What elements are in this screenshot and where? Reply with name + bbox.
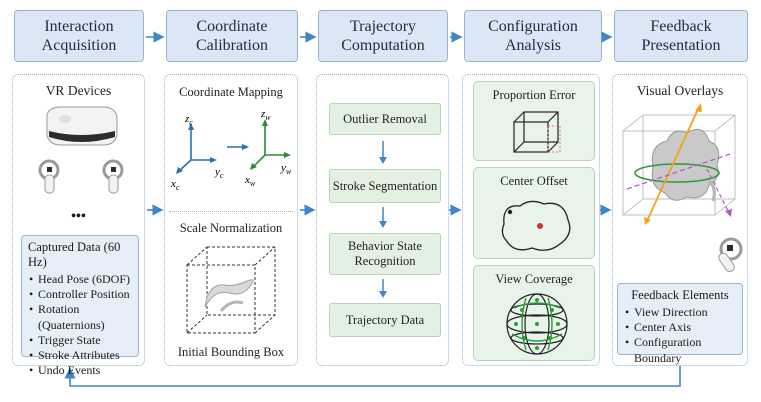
captured-item: Controller Position xyxy=(29,287,132,302)
panel-feedback-presentation: Visual Overlays Feedback Elements View D… xyxy=(612,74,748,366)
feedback-element-item: Center Axis xyxy=(625,320,736,335)
stage-trajectory-computation: Trajectory Computation xyxy=(318,10,448,62)
center-axis-line xyxy=(626,152,734,190)
captured-item: Head Pose (6DOF) xyxy=(29,272,132,287)
step-behavior-state-recognition: Behavior State Recognition xyxy=(329,233,441,275)
center-offset-diagram xyxy=(501,200,571,251)
step-trajectory-data: Trajectory Data xyxy=(329,303,441,337)
view-direction-axis xyxy=(646,106,700,222)
world-x-label: xw xyxy=(244,174,256,188)
captured-data-title: Captured Data (60 Hz) xyxy=(28,240,121,269)
more-devices-ellipsis: ••• xyxy=(71,209,86,224)
stage-coordinate-calibration: Coordinate Calibration xyxy=(166,10,298,62)
center-offset-title: Center Offset xyxy=(500,174,568,188)
panel-trajectory-computation: Outlier Removal Stroke Segmentation Beha… xyxy=(316,74,449,366)
feedback-loop-arrow xyxy=(64,366,681,387)
captured-item: Undo Events xyxy=(29,363,132,378)
card-proportion-error: Proportion Error xyxy=(473,81,595,161)
captured-item: Stroke Attributes xyxy=(29,348,132,363)
proportion-cube-icon xyxy=(513,111,561,153)
local-y-label: yc xyxy=(214,166,224,180)
local-x-label: xc xyxy=(170,178,180,192)
feedback-element-item: View Direction xyxy=(625,305,736,320)
feedback-elements-box: Feedback Elements View Direction Center … xyxy=(617,283,743,365)
initial-bounding-box-label: Initial Bounding Box xyxy=(177,345,285,359)
feedback-element-item: Configuration Boundary xyxy=(625,335,736,365)
visual-overlay-diagram xyxy=(622,103,743,273)
step-arrows xyxy=(379,141,387,298)
world-y-label: yw xyxy=(280,162,292,176)
feedback-elements-title: Feedback Elements xyxy=(631,288,729,302)
coordinate-mapping-title: Coordinate Mapping xyxy=(179,85,283,99)
captured-item: Rotation (Quaternions) xyxy=(29,302,132,332)
visual-overlays-title: Visual Overlays xyxy=(636,83,724,98)
panel-coordinate-calibration: Coordinate Mapping zc yc xc zw yw xw Sca… xyxy=(164,74,298,366)
captured-item: Trigger State xyxy=(29,333,132,348)
scale-normalization-title: Scale Normalization xyxy=(179,221,283,235)
controller-icon xyxy=(718,237,743,273)
step-outlier-removal: Outlier Removal xyxy=(329,103,441,135)
proportion-error-title: Proportion Error xyxy=(492,88,576,102)
calibration-divider xyxy=(169,211,293,212)
vr-devices-title: VR Devices xyxy=(45,83,112,98)
vr-controller-right-icon xyxy=(102,159,124,194)
vr-headset-icon xyxy=(46,106,118,146)
view-coverage-title: View Coverage xyxy=(495,272,573,286)
panel-interaction-acquisition: VR Devices ••• Captured Data (60 Hz) Hea… xyxy=(12,74,145,379)
view-coverage-sphere xyxy=(506,293,568,355)
captured-data-box: Captured Data (60 Hz) Head Pose (6DOF) C… xyxy=(21,235,139,379)
step-stroke-segmentation: Stroke Segmentation xyxy=(329,169,441,203)
stage-configuration-analysis: Configuration Analysis xyxy=(464,10,602,62)
stage-feedback-presentation: Feedback Presentation xyxy=(614,10,748,62)
card-view-coverage: View Coverage xyxy=(473,265,595,361)
stage-interaction-acquisition: Interaction Acquisition xyxy=(14,10,144,62)
vr-controller-left-icon xyxy=(38,159,60,194)
bounding-box-diagram xyxy=(186,246,276,334)
world-z-label: zw xyxy=(260,108,271,122)
local-z-label: zc xyxy=(184,113,193,127)
panel-configuration-analysis: Proportion Error Center Offset View Cove… xyxy=(462,74,600,366)
center-ring xyxy=(634,163,720,183)
coordinate-mapping-diagram: zc yc xc zw yw xw xyxy=(170,108,292,192)
card-center-offset: Center Offset xyxy=(473,167,595,259)
